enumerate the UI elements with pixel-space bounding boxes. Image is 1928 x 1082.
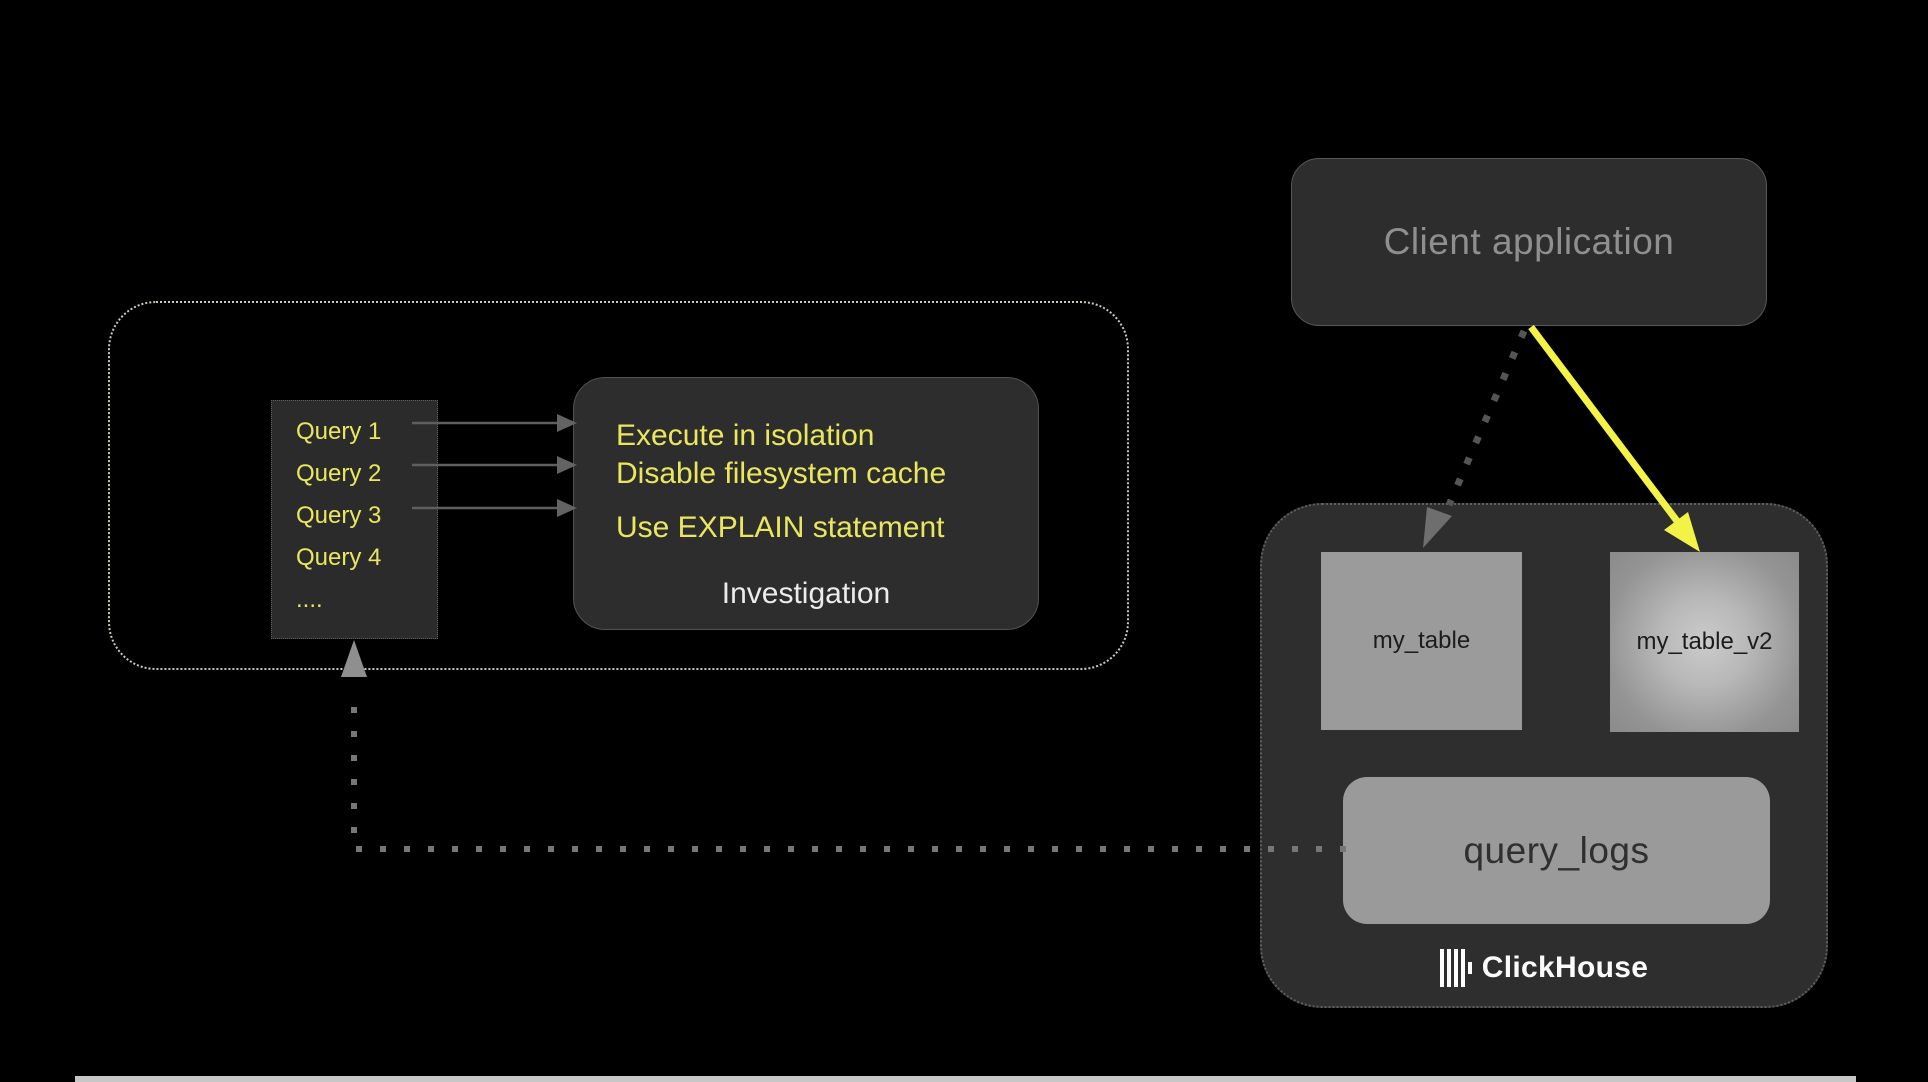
query-list-box: Query 1 Query 2 Query 3 Query 4 .... bbox=[271, 400, 438, 639]
query-list-item-ellipsis: .... bbox=[296, 586, 323, 613]
query-list-item: Query 3 bbox=[296, 502, 382, 529]
querylogs-to-queries-dotted-arrow bbox=[341, 640, 1346, 852]
my-table-v2-box: my_table_v2 bbox=[1610, 552, 1799, 732]
query-list-item: Query 1 bbox=[296, 418, 382, 445]
tip-disable-filesystem-cache: Disable filesystem cache bbox=[616, 457, 947, 490]
clickhouse-bars-icon bbox=[1439, 948, 1472, 988]
query-logs-box: query_logs bbox=[1343, 777, 1770, 924]
clickhouse-brand: ClickHouse bbox=[1262, 948, 1826, 988]
clickhouse-brand-label: ClickHouse bbox=[1481, 951, 1649, 984]
query-logs-label: query_logs bbox=[1463, 829, 1650, 871]
my-table-box: my_table bbox=[1321, 552, 1522, 730]
client-application-label: Client application bbox=[1383, 221, 1675, 262]
window-edge-strip bbox=[75, 1076, 1856, 1082]
tip-execute-in-isolation: Execute in isolation bbox=[616, 419, 875, 452]
investigation-caption: Investigation bbox=[721, 577, 891, 610]
my-table-label: my_table bbox=[1372, 627, 1471, 654]
investigation-group-outline bbox=[108, 301, 1129, 670]
query-list-item: Query 4 bbox=[296, 544, 382, 571]
tip-use-explain-statement: Use EXPLAIN statement bbox=[616, 511, 945, 544]
my-table-v2-label: my_table_v2 bbox=[1636, 628, 1773, 655]
investigation-box: Execute in isolation Disable filesystem … bbox=[573, 377, 1039, 630]
client-application-box: Client application bbox=[1291, 158, 1767, 326]
clickhouse-server-container: my_table my_table_v2 query_logs ClickHou… bbox=[1260, 503, 1828, 1008]
query-list-item: Query 2 bbox=[296, 460, 382, 487]
